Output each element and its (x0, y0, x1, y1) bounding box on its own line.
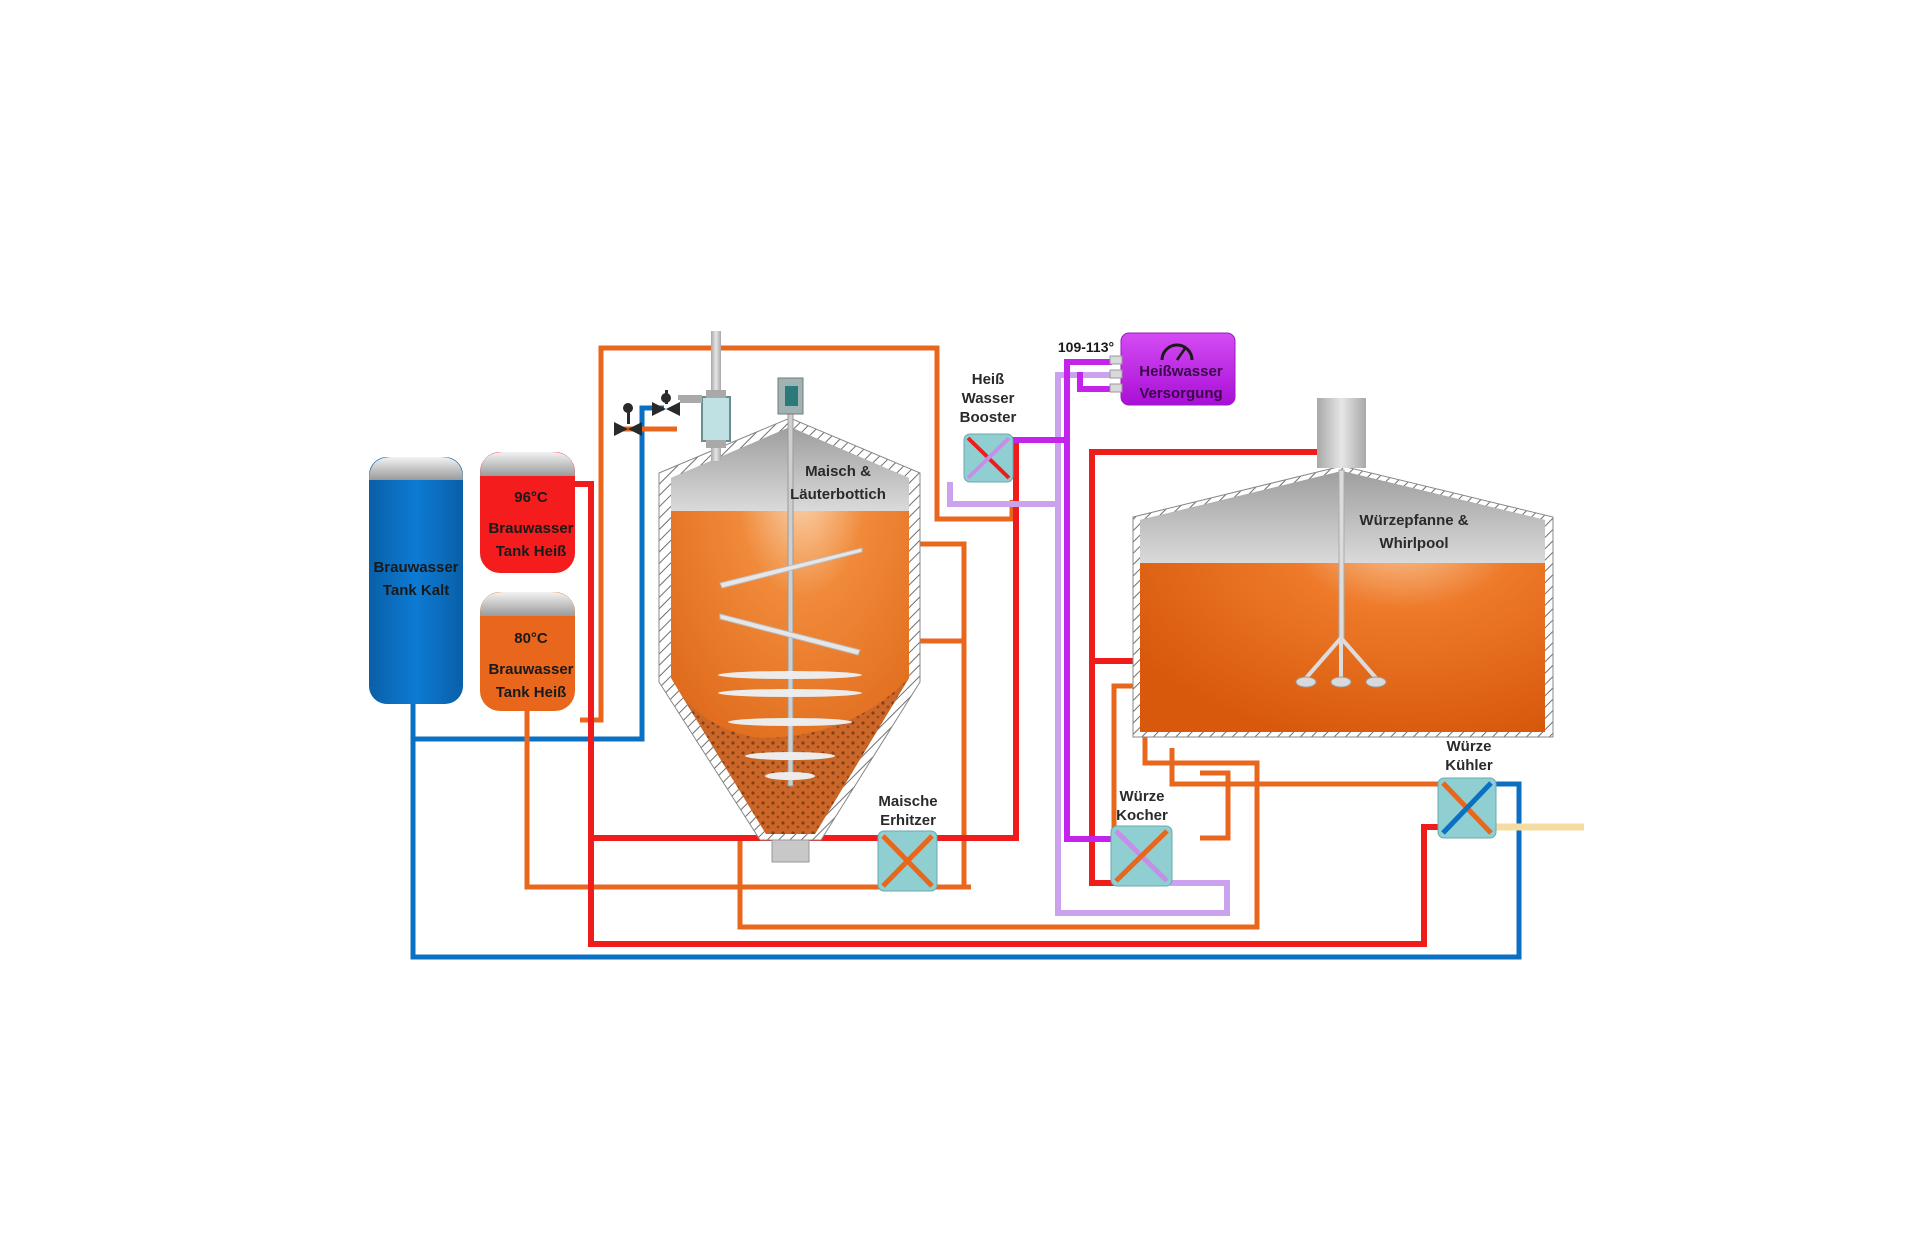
cold-water-pipe (410, 700, 1522, 960)
orange-kettle-boiler (1200, 770, 1231, 841)
mash-lauter-tun: Maisch & Läuterbottich (658, 331, 921, 863)
mash-heater-label-2: Erhitzer (880, 812, 936, 829)
mash-heater-label-1: Maische (878, 793, 937, 810)
hot-water-supply-temp: 109-113° (1058, 339, 1114, 355)
gauge-icon (1160, 343, 1194, 361)
hot-water-supply-label-2: Versorgung (1139, 385, 1222, 402)
booster-label-1: Heiß (972, 371, 1005, 388)
kettle-label-1: Würzepfanne & (1359, 512, 1468, 529)
hot-water-supply-label-1: Heißwasser (1139, 363, 1223, 380)
tank96-temp: 96°C (514, 489, 548, 506)
wort-kettle-whirlpool: Würzepfanne & Whirlpool (1132, 398, 1554, 738)
steam-pipe-dark (1064, 359, 1124, 842)
exchanger-wort-cooler[interactable]: Würze Kühler (1437, 738, 1497, 839)
wort-boiler-label-1: Würze (1120, 788, 1165, 805)
mash-tun-label-2: Läuterbottich (790, 486, 886, 503)
cold-tank-label-2: Tank Kalt (383, 582, 449, 599)
orange-top-loop (580, 345, 1015, 723)
tank80-temp: 80°C (514, 630, 548, 647)
tank80-label-2: Tank Heiß (496, 684, 567, 701)
hot-water-supply: Heißwasser Versorgung 109-113° (1058, 332, 1236, 406)
hot-water-pipe (574, 481, 1442, 947)
wort-boiler-label-2: Kocher (1116, 807, 1168, 824)
valve-group[interactable] (614, 390, 702, 436)
wort-cooler-label-2: Kühler (1445, 757, 1493, 774)
tank96-label-2: Tank Heiß (496, 543, 567, 560)
orange-lower-loop (524, 710, 971, 890)
valve-icon[interactable] (652, 390, 680, 416)
exchanger-wort-boiler[interactable]: Würze Kocher (1110, 788, 1173, 887)
booster-label-2: Wasser (962, 390, 1015, 407)
tank96-label-1: Brauwasser (488, 520, 573, 537)
hot-water-tank-96: 96°C Brauwasser Tank Heiß (480, 452, 575, 573)
valve-icon[interactable] (614, 403, 642, 436)
wort-cooler-label-1: Würze (1447, 738, 1492, 755)
hot-water-tank-80: 80°C Brauwasser Tank Heiß (480, 592, 575, 711)
exchanger-mash-heater[interactable]: Maische Erhitzer (877, 793, 938, 892)
exchanger-booster[interactable]: Heiß Wasser Booster (960, 371, 1017, 483)
steam-pipe-dark-3 (1077, 372, 1112, 392)
booster-label-3: Booster (960, 409, 1017, 426)
kettle-label-2: Whirlpool (1379, 535, 1448, 552)
orange-mash-side (898, 541, 967, 890)
tank80-label-1: Brauwasser (488, 661, 573, 678)
steam-pipe-light-2 (947, 482, 1058, 507)
orange-kettle-to-cooler (1169, 748, 1442, 787)
cold-water-tank: Brauwasser Tank Kalt (369, 457, 463, 704)
mash-tun-label-1: Maisch & (805, 463, 871, 480)
cold-tank-label-1: Brauwasser (373, 559, 458, 576)
